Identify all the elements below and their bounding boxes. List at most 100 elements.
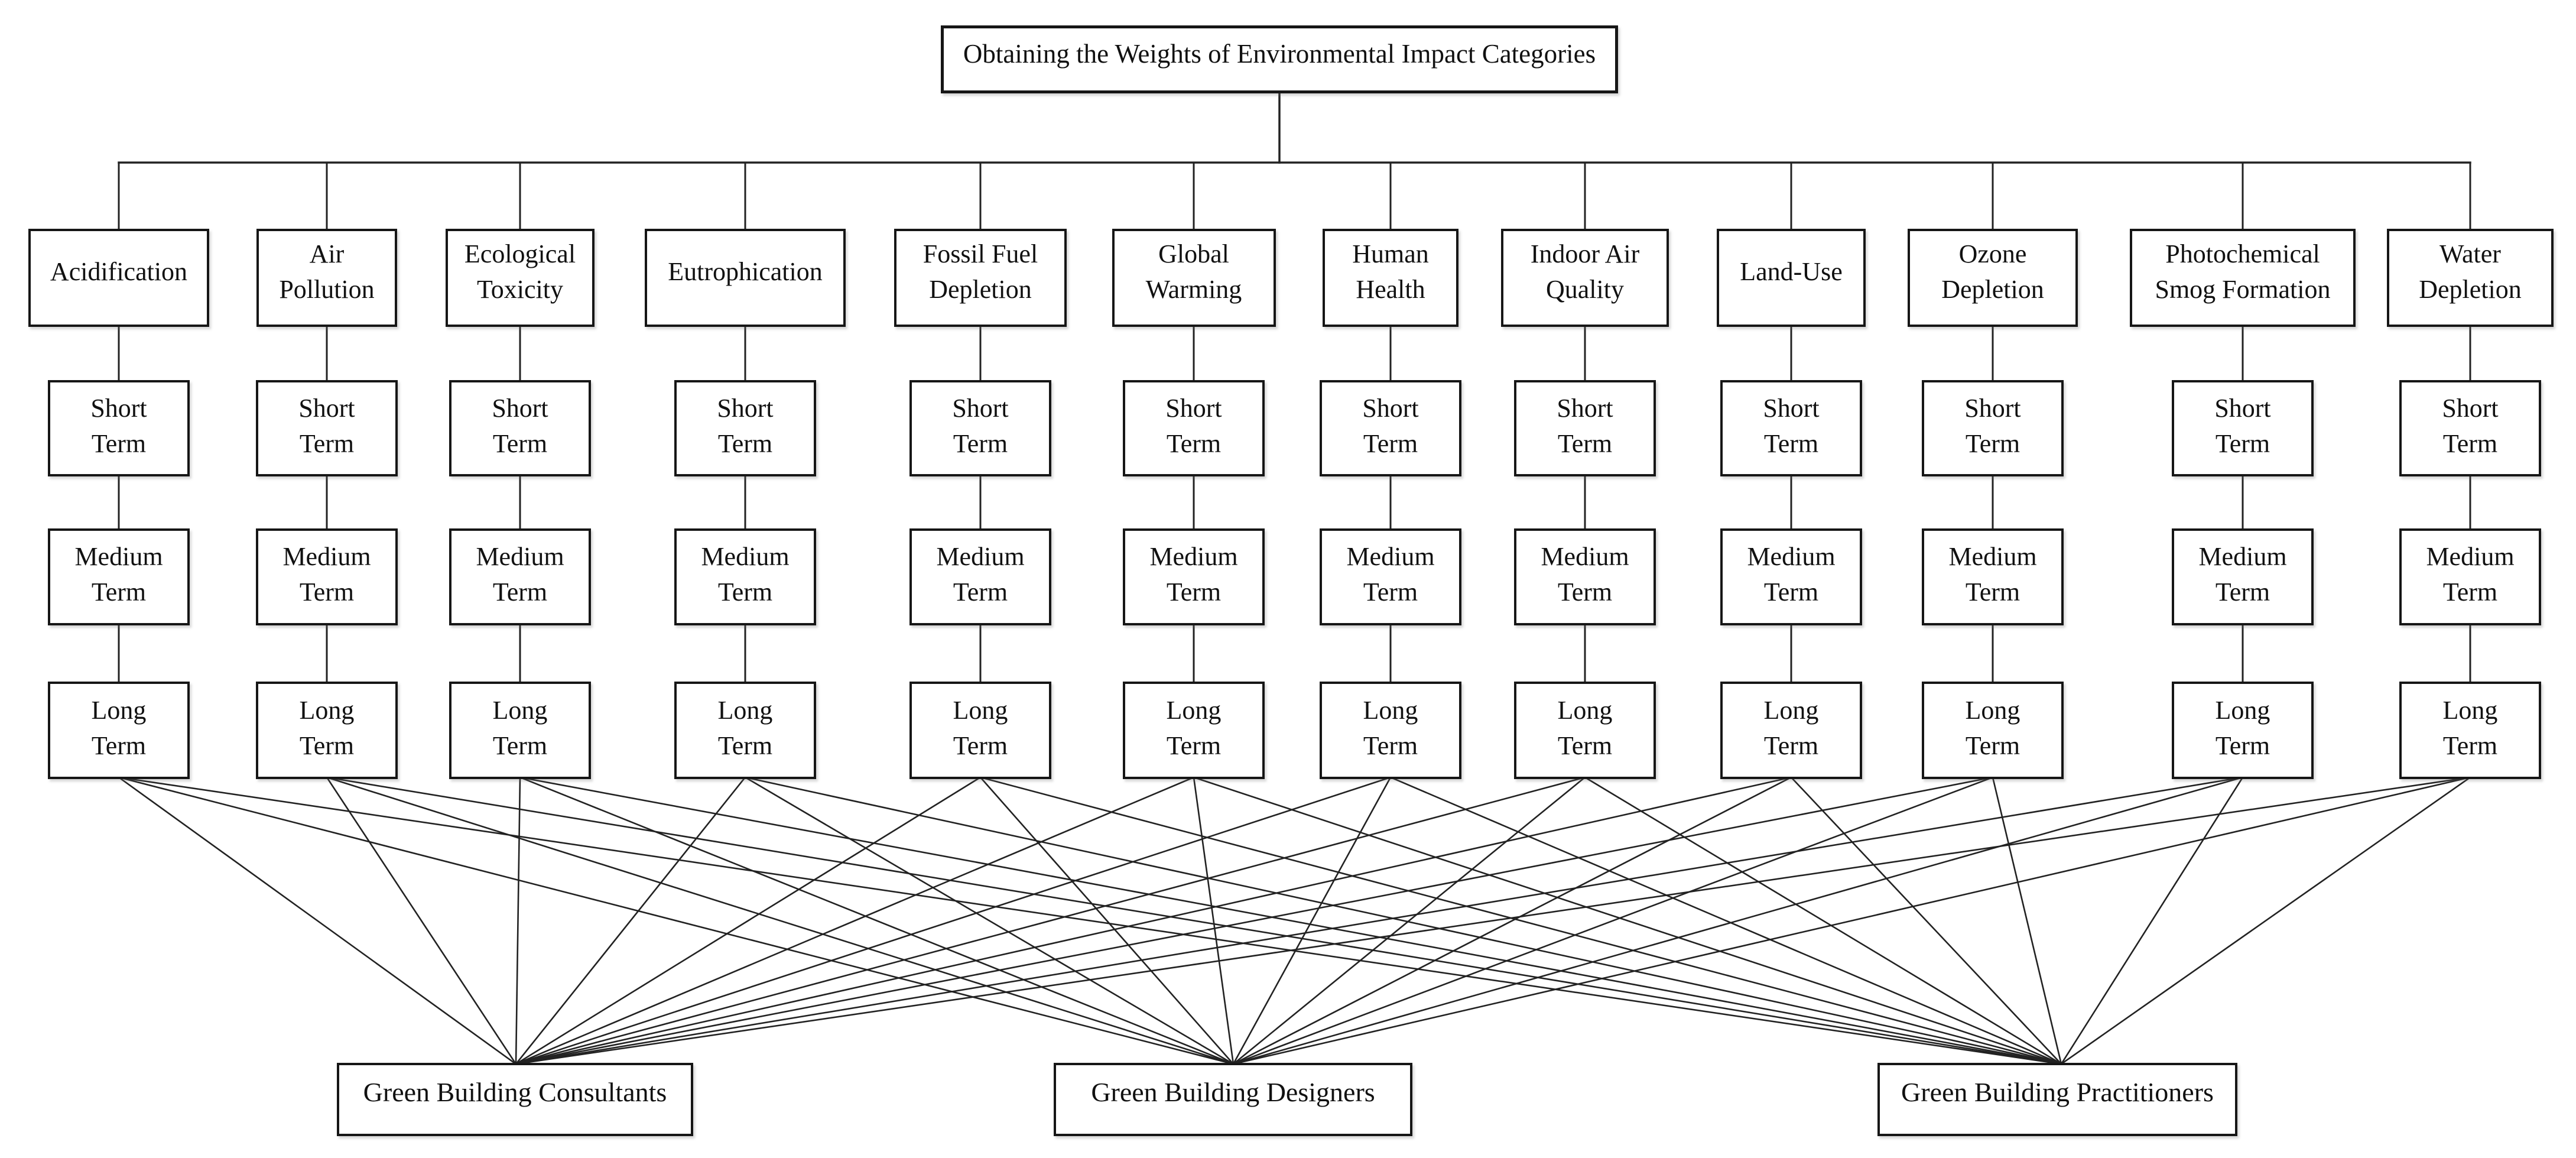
term-label-line: Long bbox=[2442, 695, 2498, 725]
category-label-line: Depletion bbox=[929, 275, 1032, 304]
term-label-line: Term bbox=[91, 578, 147, 606]
term-label-line: Long bbox=[91, 695, 147, 725]
term-label-line: Term bbox=[953, 578, 1008, 606]
term-label-line: Medium bbox=[1149, 542, 1238, 571]
term-label-line: Short bbox=[492, 393, 548, 423]
category-label-line: Acidification bbox=[50, 257, 188, 286]
category-label-line: Smog Formation bbox=[2155, 275, 2331, 304]
stakeholder-box-green-building-designers: Green Building Designers bbox=[1054, 1063, 1412, 1136]
term-label-line: Short bbox=[952, 393, 1009, 423]
stakeholder-label: Green Building Designers bbox=[1091, 1077, 1375, 1107]
term-label-line: Term bbox=[1763, 429, 1819, 458]
category-label-line: Warming bbox=[1145, 275, 1242, 304]
category-label-line: Water bbox=[2439, 239, 2501, 268]
term-label-line: Term bbox=[717, 578, 773, 606]
term-label-line: Term bbox=[2215, 578, 2270, 606]
category-label-line: Ozone bbox=[1958, 239, 2027, 268]
term-label-line: Term bbox=[1763, 578, 1819, 606]
term-label-line: Long bbox=[492, 695, 548, 725]
term-label-line: Long bbox=[1166, 695, 1222, 725]
term-label-line: Term bbox=[1166, 429, 1222, 458]
term-label-line: Short bbox=[1362, 393, 1419, 423]
category-label-line: Ecological bbox=[464, 239, 576, 268]
term-label-line: Medium bbox=[476, 542, 564, 571]
stakeholder-box-green-building-consultants: Green Building Consultants bbox=[337, 1063, 693, 1136]
term-label-line: Medium bbox=[701, 542, 790, 571]
term-label-line: Term bbox=[953, 731, 1008, 760]
term-label-line: Medium bbox=[2198, 542, 2287, 571]
term-label-line: Term bbox=[1965, 578, 2020, 606]
term-label-line: Term bbox=[2215, 429, 2270, 458]
term-label-line: Term bbox=[2442, 429, 2498, 458]
category-box-land-use: Land-Use bbox=[1717, 229, 1866, 327]
term-label-line: Medium bbox=[2426, 542, 2515, 571]
term-label-line: Short bbox=[90, 393, 147, 423]
category-label-line: Toxicity bbox=[476, 275, 563, 304]
category-label-line: Quality bbox=[1546, 275, 1624, 304]
term-label-line: Short bbox=[298, 393, 355, 423]
term-label-line: Term bbox=[717, 731, 773, 760]
category-label-line: Pollution bbox=[279, 275, 375, 304]
term-label-line: Term bbox=[299, 429, 355, 458]
term-label-line: Term bbox=[1363, 731, 1418, 760]
term-label-line: Term bbox=[492, 731, 548, 760]
category-label-line: Fossil Fuel bbox=[922, 239, 1038, 268]
term-label-line: Term bbox=[1557, 578, 1613, 606]
term-label-line: Medium bbox=[1346, 542, 1435, 571]
term-label-line: Term bbox=[953, 429, 1008, 458]
term-label-line: Term bbox=[2215, 731, 2270, 760]
term-label-line: Term bbox=[717, 429, 773, 458]
term-label-line: Medium bbox=[74, 542, 163, 571]
category-label-line: Indoor Air bbox=[1530, 239, 1640, 268]
category-label-line: Human bbox=[1352, 239, 1429, 268]
stakeholder-label: Green Building Practitioners bbox=[1901, 1077, 2214, 1107]
term-label-line: Short bbox=[1763, 393, 1820, 423]
term-label-line: Medium bbox=[1948, 542, 2037, 571]
term-label-line: Term bbox=[1965, 429, 2020, 458]
term-label-line: Term bbox=[1363, 429, 1418, 458]
stakeholder-box-green-building-practitioners: Green Building Practitioners bbox=[1877, 1063, 2237, 1136]
term-label-line: Term bbox=[2442, 578, 2498, 606]
category-box-acidification: Acidification bbox=[28, 229, 209, 327]
term-label-line: Term bbox=[1965, 731, 2020, 760]
term-label-line: Long bbox=[299, 695, 355, 725]
term-label-line: Term bbox=[91, 429, 147, 458]
term-label-line: Medium bbox=[1541, 542, 1629, 571]
category-label-line: Air bbox=[309, 239, 345, 268]
category-label-line: Global bbox=[1158, 239, 1229, 268]
term-label-line: Short bbox=[1557, 393, 1613, 423]
term-label-line: Term bbox=[1166, 578, 1222, 606]
term-label-line: Term bbox=[1557, 731, 1613, 760]
term-label-line: Term bbox=[492, 578, 548, 606]
category-label-line: Depletion bbox=[2419, 275, 2522, 304]
